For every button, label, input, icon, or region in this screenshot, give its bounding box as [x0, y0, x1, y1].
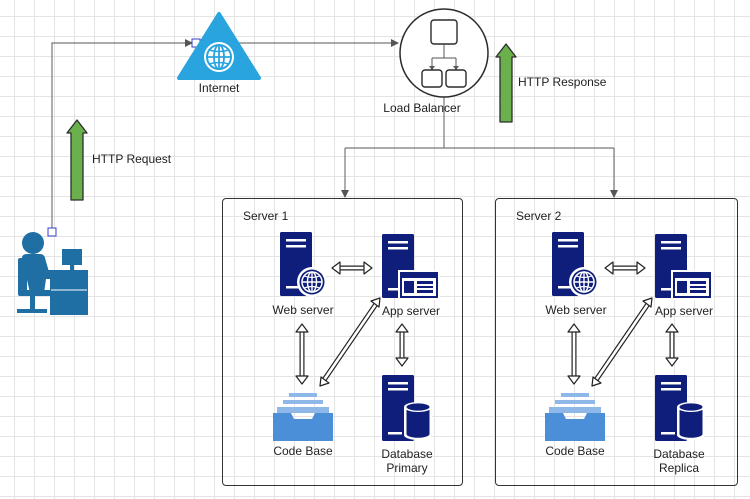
database-label-line2: Primary — [386, 461, 428, 475]
server-2-container — [495, 198, 738, 486]
database-label-line1: Database — [653, 447, 705, 461]
user-icon — [17, 232, 88, 315]
link-app-database-2 — [665, 323, 679, 367]
link-app-database-1 — [395, 323, 409, 367]
load-balancer-icon — [399, 8, 489, 98]
database-label-line1: Database — [381, 447, 433, 461]
internet-label: Internet — [198, 81, 240, 95]
link-web-codebase-2 — [567, 323, 581, 385]
code-base-label: Code Base — [545, 444, 605, 458]
http-response-label: HTTP Response — [518, 75, 607, 89]
app-server-label: App server — [654, 304, 714, 318]
link-web-codebase-1 — [295, 323, 309, 385]
code-base-label: Code Base — [273, 444, 333, 458]
web-server-icon — [280, 232, 327, 297]
connector-user-internet — [51, 39, 193, 232]
connection-point — [47, 227, 57, 237]
app-server-icon — [382, 234, 440, 300]
app-server-icon — [655, 234, 713, 300]
link-web-app-1 — [331, 261, 373, 275]
database-replica-icon — [655, 375, 705, 441]
database-primary-icon — [382, 375, 432, 441]
internet-icon — [177, 12, 261, 80]
link-web-app-2 — [604, 261, 646, 275]
server-1-container — [222, 198, 463, 486]
web-server-label: Web server — [545, 303, 607, 317]
http-request-arrow — [66, 119, 88, 201]
code-base-icon — [545, 393, 605, 441]
http-response-arrow — [495, 43, 517, 123]
database-label-line2: Replica — [658, 461, 700, 475]
link-app-codebase-2 — [591, 297, 653, 387]
web-server-icon — [552, 232, 599, 297]
code-base-icon — [273, 393, 333, 441]
app-server-label: App server — [381, 304, 441, 318]
server-1-title: Server 1 — [243, 209, 289, 223]
web-server-label: Web server — [272, 303, 334, 317]
link-app-codebase-1 — [319, 297, 381, 387]
server-2-title: Server 2 — [516, 209, 562, 223]
load-balancer-label: Load Balancer — [383, 101, 461, 115]
http-request-label: HTTP Request — [92, 152, 172, 166]
